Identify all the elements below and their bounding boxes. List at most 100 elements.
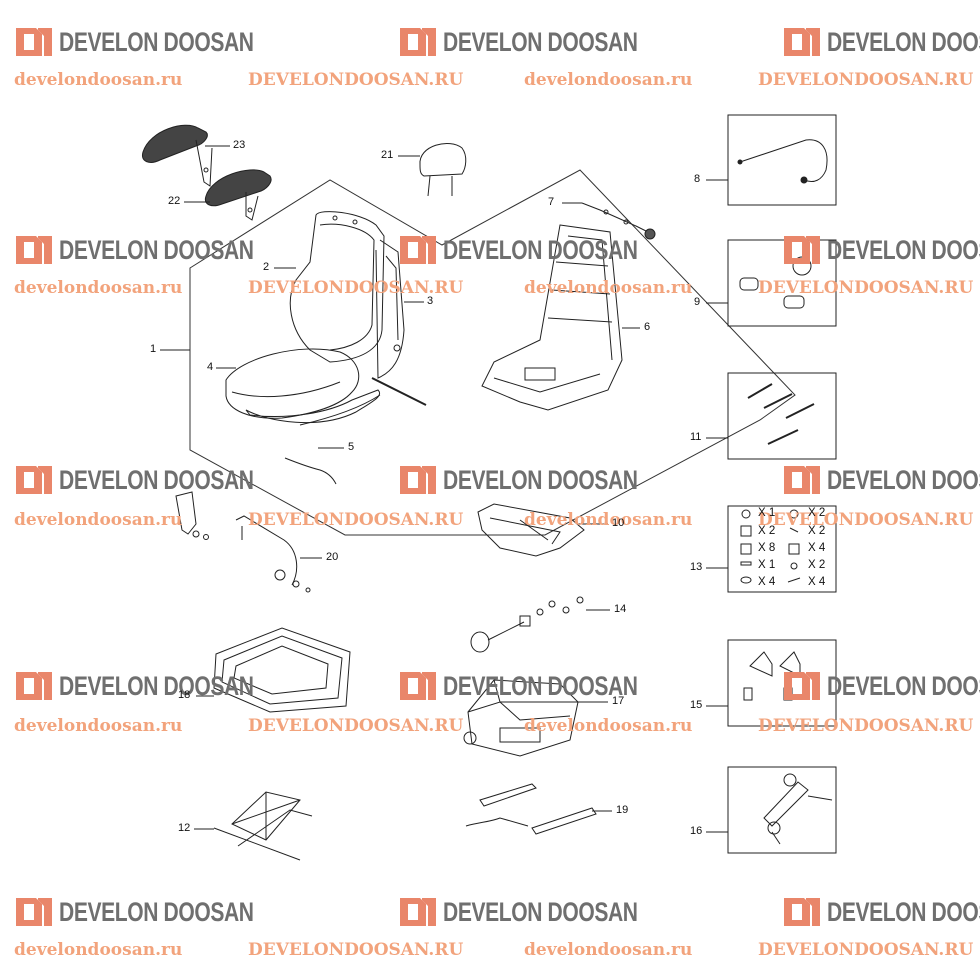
callout-14: 14: [614, 603, 627, 615]
kit-box-8: [727, 114, 837, 206]
develon-logo-icon: [16, 28, 52, 56]
develon-logo-icon: [16, 672, 52, 700]
callout-23: 23: [233, 139, 246, 151]
develon-logo-icon: [784, 898, 820, 926]
callout-22: 22: [168, 195, 181, 207]
watermark-url: develondoosan.ru: [524, 940, 693, 960]
kit-box-16: [727, 766, 837, 854]
callout-8: 8: [694, 173, 701, 185]
seat-side-3: [375, 239, 405, 379]
callout-13: 13: [690, 561, 703, 573]
kit13-qty: X 2: [808, 559, 826, 571]
develon-logo-icon: [400, 898, 436, 926]
kit13-qty: X 4: [808, 542, 826, 554]
damper-16: [763, 781, 809, 827]
kit13-qty: X 4: [758, 576, 776, 588]
watermark-brand: DEVELON DOOSAN: [827, 234, 980, 265]
watermark-url: DEVELONDOOSAN.RU: [758, 510, 974, 530]
rails-19: [465, 783, 597, 835]
seat-cushion-4: [225, 348, 360, 419]
watermark-logo: DEVELON DOOSAN: [14, 26, 309, 58]
kit13-qty: X 2: [808, 525, 826, 537]
kit-box-13: [727, 505, 837, 593]
watermark-url: develondoosan.ru: [14, 70, 183, 90]
develon-logo-icon: [784, 28, 820, 56]
callout-17: 17: [612, 695, 625, 707]
callout-21: 21: [381, 149, 394, 161]
watermark-url: DEVELONDOOSAN.RU: [758, 716, 974, 736]
wire-part: [284, 457, 337, 485]
watermark-logo: DEVELON DOOSAN: [398, 234, 693, 266]
callout-7: 7: [548, 196, 555, 208]
watermark-url: develondoosan.ru: [14, 940, 183, 960]
armrest-22: [204, 169, 272, 221]
seat-assembly-outline: [189, 169, 796, 536]
watermark-logo: DEVELON DOOSAN: [398, 26, 693, 58]
watermark-url: DEVELONDOOSAN.RU: [758, 70, 974, 90]
develon-logo-icon: [784, 236, 820, 264]
watermark-url: develondoosan.ru: [524, 716, 693, 736]
watermark-brand: DEVELON DOOSAN: [59, 26, 254, 57]
callout-9: 9: [694, 296, 701, 308]
watermark-brand: DEVELON DOOSAN: [443, 670, 638, 701]
armrest-23: [141, 124, 213, 187]
watermark-logo: DEVELON DOOSAN: [14, 670, 309, 702]
watermark-brand: DEVELON DOOSAN: [443, 26, 638, 57]
watermark-logo: DEVELON DOOSAN: [782, 896, 980, 928]
develon-logo-icon: [16, 236, 52, 264]
watermark-url: develondoosan.ru: [524, 278, 693, 298]
cable-7: [581, 202, 656, 240]
adjust-knob-14: [470, 596, 584, 653]
watermark-url: DEVELONDOOSAN.RU: [248, 278, 464, 298]
scissor-frame-12: [213, 791, 313, 861]
watermark-brand: DEVELON DOOSAN: [827, 670, 980, 701]
callout-15: 15: [690, 699, 703, 711]
watermark-logo: DEVELON DOOSAN: [782, 464, 980, 496]
watermark-url: develondoosan.ru: [14, 278, 183, 298]
kit-box-15: [727, 639, 837, 727]
callout-10: 10: [612, 517, 625, 529]
callout-5: 5: [348, 441, 355, 453]
callout-1: 1: [150, 343, 157, 355]
watermark-url: DEVELONDOOSAN.RU: [248, 940, 464, 960]
seat-cushion-5: [245, 389, 381, 426]
callout-4: 4: [207, 361, 214, 373]
develon-logo-icon: [400, 672, 436, 700]
watermark-brand: DEVELON DOOSAN: [443, 896, 638, 927]
watermark-url: DEVELONDOOSAN.RU: [248, 510, 464, 530]
leader-lines: [160, 145, 728, 833]
watermark-brand: DEVELON DOOSAN: [443, 234, 638, 265]
callout-6: 6: [644, 321, 651, 333]
develon-logo-icon: [16, 466, 52, 494]
watermark-logo: DEVELON DOOSAN: [14, 896, 309, 928]
watermark-logo: DEVELON DOOSAN: [398, 896, 693, 928]
kit13-qty: X 8: [758, 542, 776, 554]
watermark-brand: DEVELON DOOSAN: [59, 896, 254, 927]
kit-box-9: [727, 239, 837, 327]
belt-buckle: [175, 491, 209, 540]
callout-19: 19: [616, 804, 629, 816]
kit13-qty: X 4: [808, 576, 826, 588]
develon-logo-icon: [784, 466, 820, 494]
kit13-qty: X 1: [758, 507, 776, 519]
watermark-brand: DEVELON DOOSAN: [59, 670, 254, 701]
seat-mat-18: [213, 627, 351, 713]
watermark-brand: DEVELON DOOSAN: [59, 234, 254, 265]
watermark-url: DEVELONDOOSAN.RU: [248, 716, 464, 736]
watermark-url: develondoosan.ru: [14, 716, 183, 736]
callout-12: 12: [178, 822, 191, 834]
watermark-logo: DEVELON DOOSAN: [782, 26, 980, 58]
cable-8: [739, 139, 828, 183]
callout-18: 18: [178, 689, 191, 701]
watermark-url: DEVELONDOOSAN.RU: [758, 940, 974, 960]
callout-3: 3: [427, 295, 434, 307]
develon-logo-icon: [400, 28, 436, 56]
kit13-qty: X 2: [758, 525, 776, 537]
seat-back-2: [289, 211, 385, 363]
callout-20: 20: [326, 551, 339, 563]
watermark-url: develondoosan.ru: [14, 510, 183, 530]
callout-11: 11: [690, 431, 702, 443]
watermark-logo: DEVELON DOOSAN: [398, 464, 693, 496]
armrest-bracket-20: [235, 515, 311, 593]
